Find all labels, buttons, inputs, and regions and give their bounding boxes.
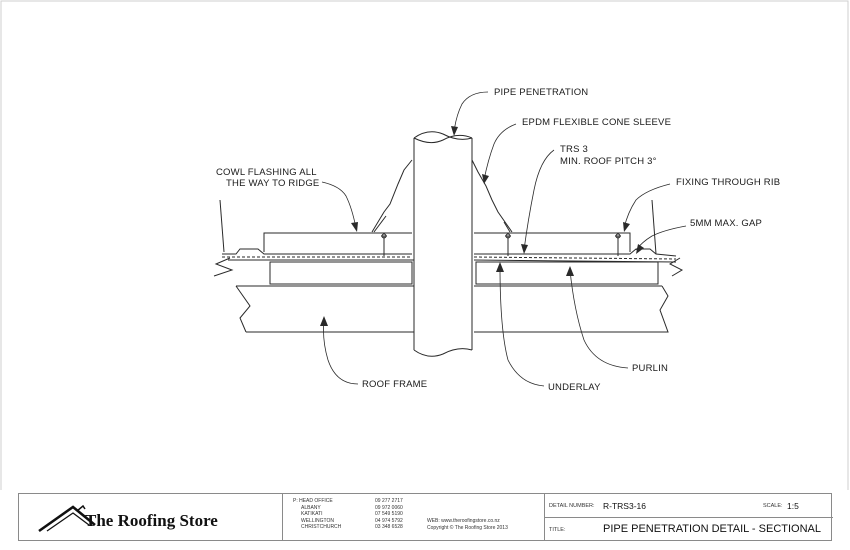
title-block: The Roofing Store P: HEAD OFFICE ALBANY …	[18, 493, 833, 541]
office-name: P: HEAD OFFICE	[293, 498, 333, 504]
office-list: P: HEAD OFFICE ALBANY KATIKATI WELLINGTO…	[293, 498, 341, 531]
purlin	[269, 261, 659, 285]
pipe-penetration	[413, 131, 473, 357]
cowl-flashing	[263, 232, 631, 252]
contacts-cell: P: HEAD OFFICE ALBANY KATIKATI WELLINGTO…	[283, 494, 545, 540]
brand-name: The Roofing Store	[85, 511, 218, 530]
detail-number-label: DETAIL NUMBER:	[549, 503, 595, 509]
detail-number-row: DETAIL NUMBER: R-TRS3-16 SCALE: 1:5	[545, 494, 833, 518]
office-phone: 07 549 5190	[375, 511, 403, 518]
drawing-title: PIPE PENETRATION DETAIL - SECTIONAL	[603, 523, 822, 535]
title-row: TITLE: PIPE PENETRATION DETAIL - SECTION…	[545, 518, 833, 542]
scale-value: 1:5	[787, 501, 799, 511]
office-name: ALBANY	[301, 504, 321, 511]
roof-sheeting	[213, 199, 684, 277]
rib-fixings	[381, 233, 621, 256]
label-cowl-flashing-2: THE WAY TO RIDGE	[226, 178, 319, 189]
office-phone: 04 974 5792	[375, 517, 403, 524]
section-drawing: PIPE PENETRATION EPDM FLEXIBLE CONE SLEE…	[0, 0, 849, 490]
detail-number-value: R-TRS3-16	[603, 501, 646, 511]
office-name: CHRISTCHURCH	[301, 524, 342, 531]
label-pipe-penetration: PIPE PENETRATION	[494, 87, 588, 98]
label-purlin: PURLIN	[632, 363, 668, 374]
arrowheads	[320, 126, 644, 326]
label-roof-pitch: MIN. ROOF PITCH 3°	[560, 156, 657, 167]
leader-lines	[321, 91, 687, 387]
phone-list: 09 277 2717 09 972 0060 07 549 5190 04 9…	[375, 498, 403, 531]
label-max-gap: 5MM MAX. GAP	[690, 218, 762, 229]
label-trs3: TRS 3	[560, 144, 588, 155]
scale-label: SCALE:	[763, 503, 783, 509]
label-cowl-flashing-1: COWL FLASHING ALL	[216, 167, 317, 178]
detail-cell: DETAIL NUMBER: R-TRS3-16 SCALE: 1:5 TITL…	[545, 494, 833, 540]
office-name: WELLINGTON	[301, 517, 334, 524]
title-label: TITLE:	[549, 527, 566, 533]
website-text: WEB: www.theroofingstore.co.nz	[427, 518, 500, 524]
office-phone: 09 972 0060	[375, 504, 403, 511]
epdm-cone-sleeve	[371, 159, 513, 233]
label-epdm-sleeve: EPDM FLEXIBLE CONE SLEEVE	[522, 117, 671, 128]
logo-cell: The Roofing Store	[19, 494, 283, 540]
roof-logo-icon	[38, 504, 96, 533]
sheet-border	[0, 0, 849, 490]
roof-frame	[235, 285, 669, 333]
label-underlay: UNDERLAY	[548, 382, 601, 393]
label-fixing-through-rib: FIXING THROUGH RIB	[676, 177, 780, 188]
office-phone: 03 348 6528	[375, 524, 403, 531]
office-phone: 09 277 2717	[375, 498, 403, 504]
office-name: KATIKATI	[301, 511, 323, 518]
copyright-text: Copyright © The Roofing Store 2013	[427, 525, 508, 531]
label-roof-frame: ROOF FRAME	[362, 379, 427, 390]
underlay	[228, 259, 677, 263]
